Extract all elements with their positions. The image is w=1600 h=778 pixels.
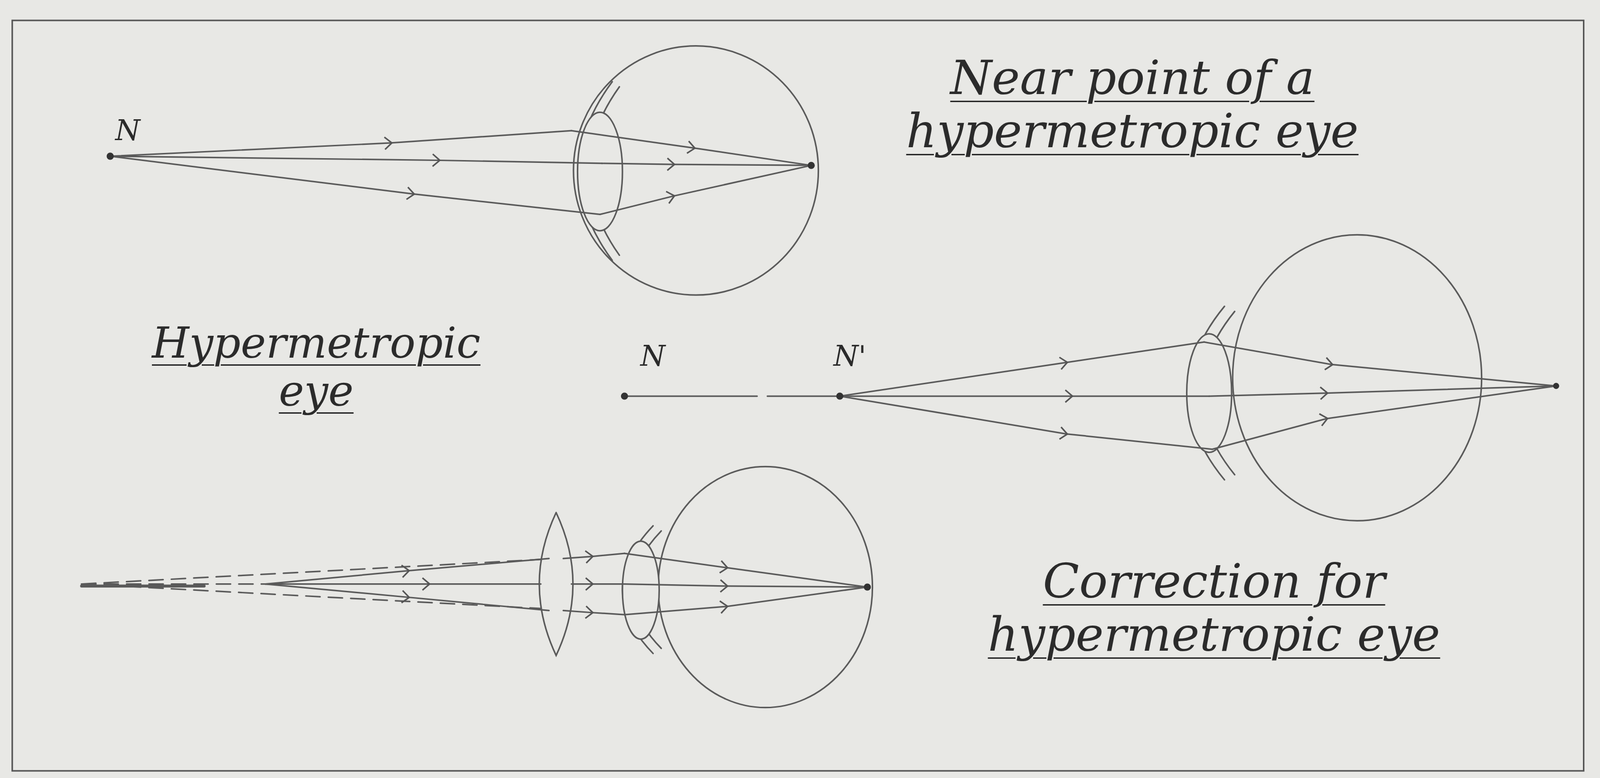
- caption-label: Near point of a hypermetropic eye: [859, 51, 1406, 158]
- point-label: N: [94, 114, 161, 147]
- point-label: N: [624, 339, 682, 372]
- frame: [12, 20, 1584, 771]
- point-label: N': [816, 339, 884, 372]
- eye-hypermetropic: [621, 234, 1560, 521]
- eye-near-point: [106, 46, 819, 296]
- caption-label: Hypermetropic eye: [135, 319, 497, 415]
- caption-label: Correction for hypermetropic eye: [941, 554, 1488, 661]
- eye-correction: [81, 466, 873, 707]
